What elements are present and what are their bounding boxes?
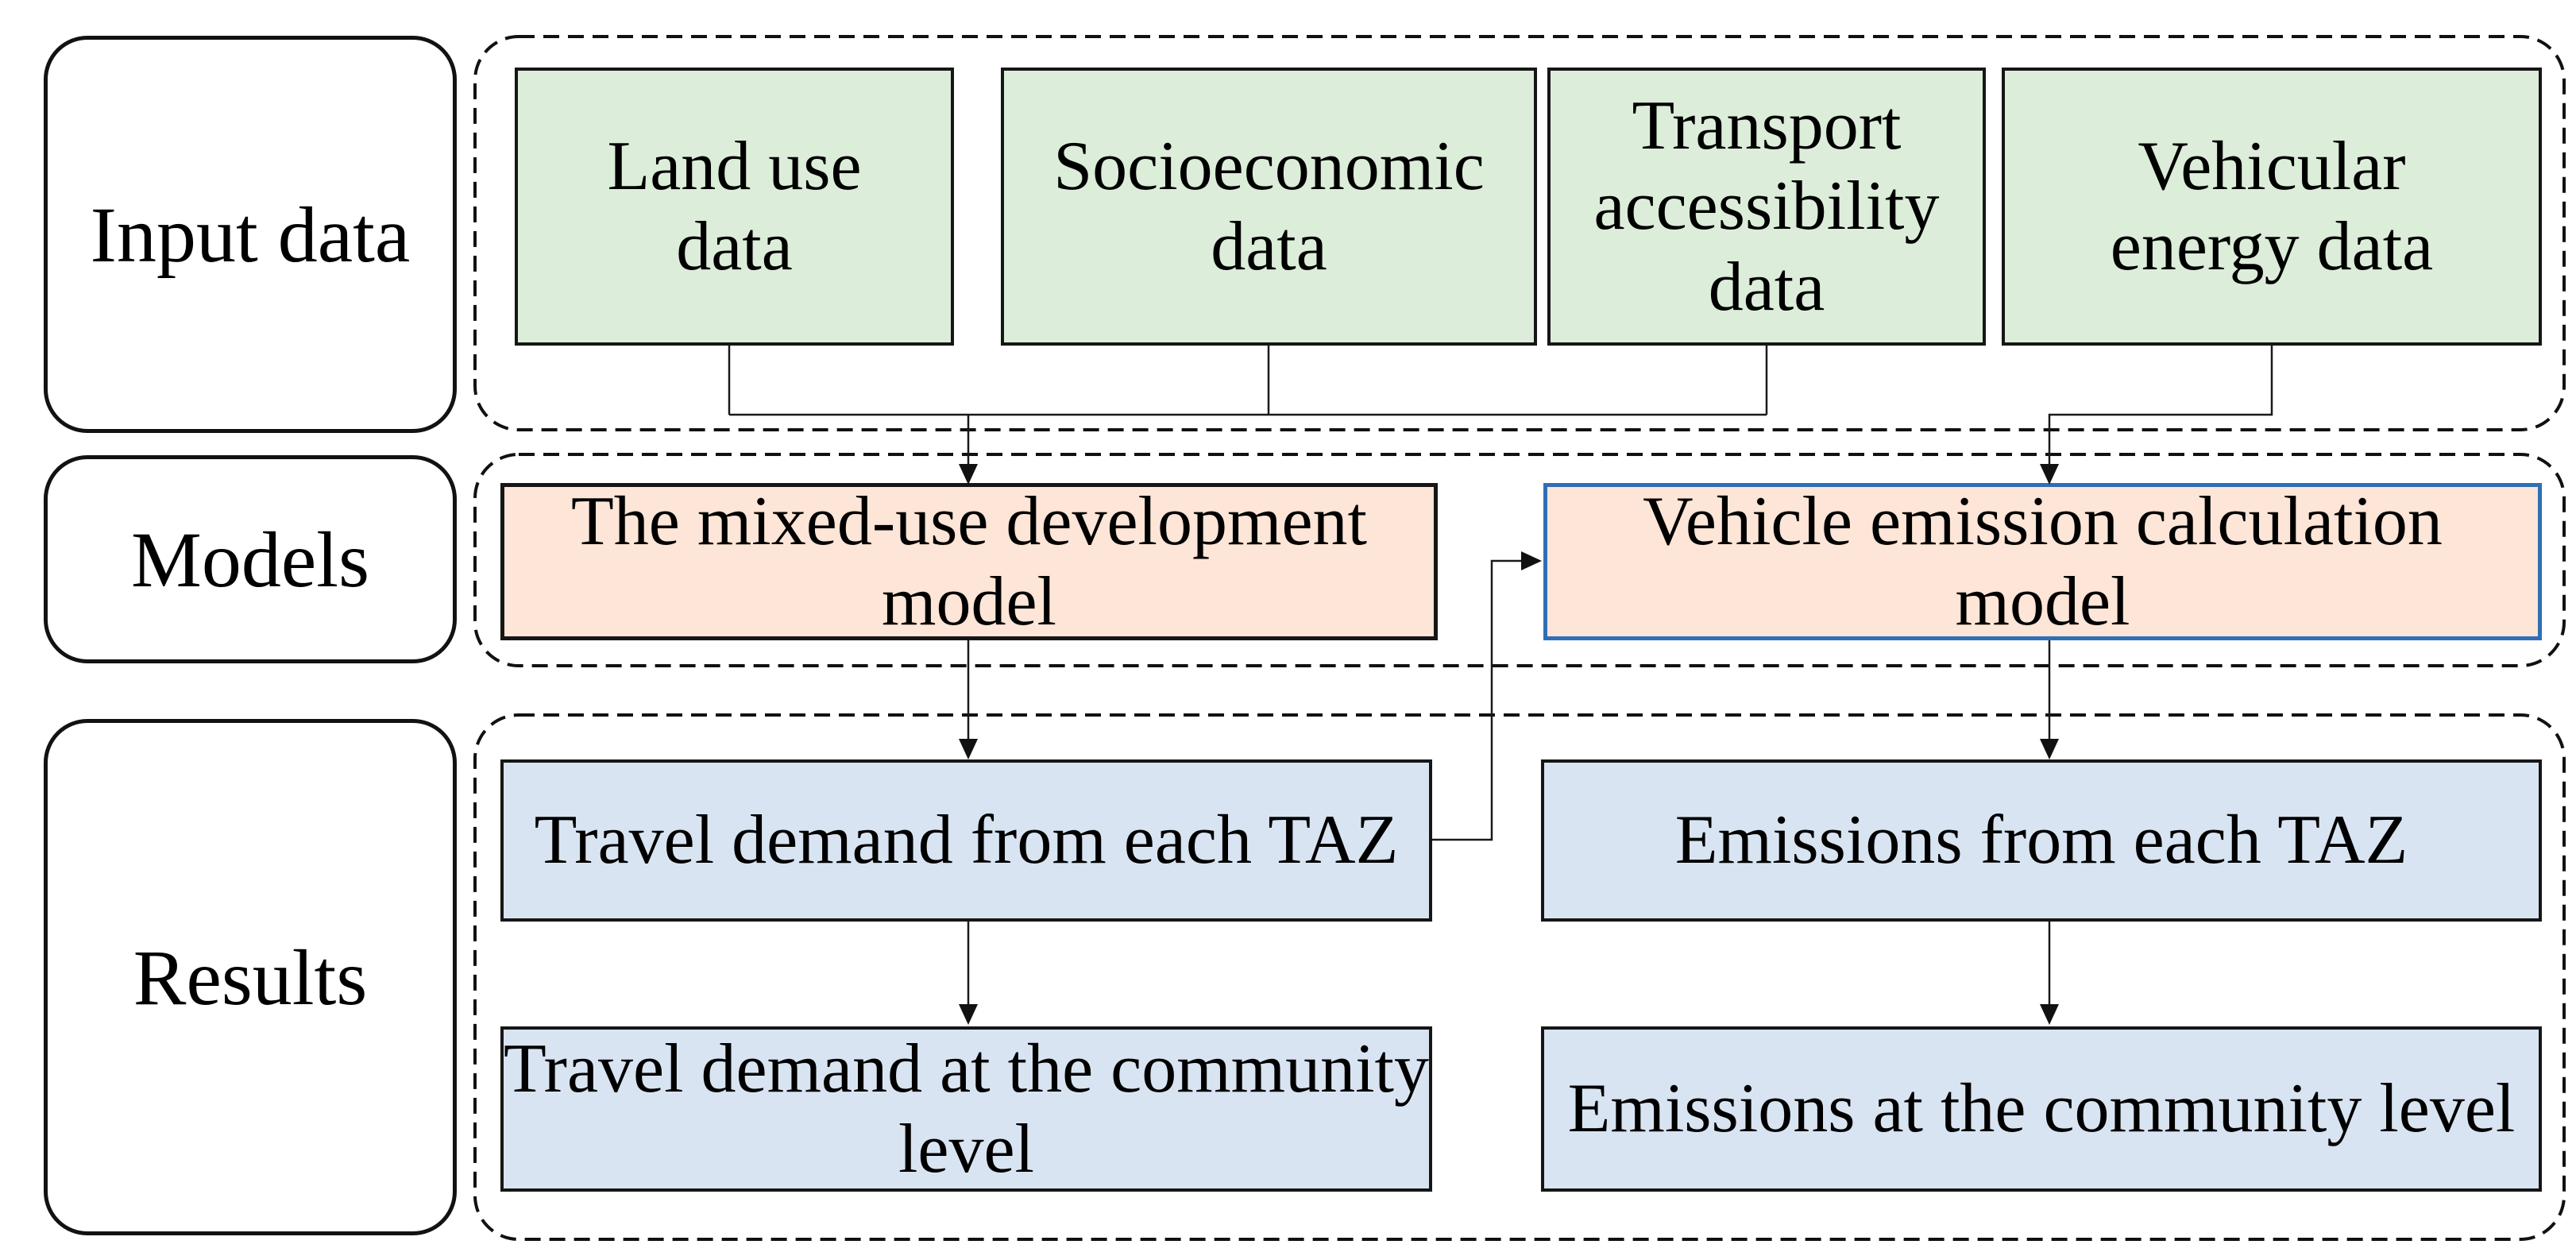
result-box-emissions-community: Emissions at the community level — [1541, 1026, 2542, 1192]
input-box-socioeconomic-data: Socioeconomic data — [1001, 68, 1537, 346]
result-box-travel-demand-community: Travel demand at the community level — [500, 1026, 1432, 1192]
row-label-results: Results — [44, 719, 457, 1235]
input-box-vehicular-energy-data: Vehicular energy data — [2002, 68, 2542, 346]
input-box-transport-accessibility-data: Transport accessibility data — [1547, 68, 1986, 346]
row-label-models: Models — [44, 455, 457, 663]
model-box-mixed-use-development: The mixed-use development model — [500, 483, 1438, 640]
arrow-travel-demand-to-community-head — [959, 1004, 978, 1025]
result-box-emissions-taz: Emissions from each TAZ — [1541, 759, 2542, 922]
result-box-travel-demand-taz: Travel demand from each TAZ — [500, 759, 1432, 922]
row-label-input-data: Input data — [44, 36, 457, 433]
model-box-vehicle-emission-calculation: Vehicle emission calculation model — [1543, 483, 2542, 640]
input-box-land-use-data: Land use data — [515, 68, 954, 346]
arrow-travel-demand-to-emission-model-line — [1432, 559, 1523, 841]
arrow-emissions-taz-to-community-head — [2040, 1004, 2059, 1025]
arrow-emission-model-to-emissions-taz-head — [2040, 739, 2059, 759]
arrow-travel-demand-to-emission-model-head — [1521, 551, 1542, 570]
arrow-vehicular-to-emission-model-line — [2048, 346, 2273, 466]
arrow-mixed-use-to-travel-demand-head — [959, 739, 978, 759]
